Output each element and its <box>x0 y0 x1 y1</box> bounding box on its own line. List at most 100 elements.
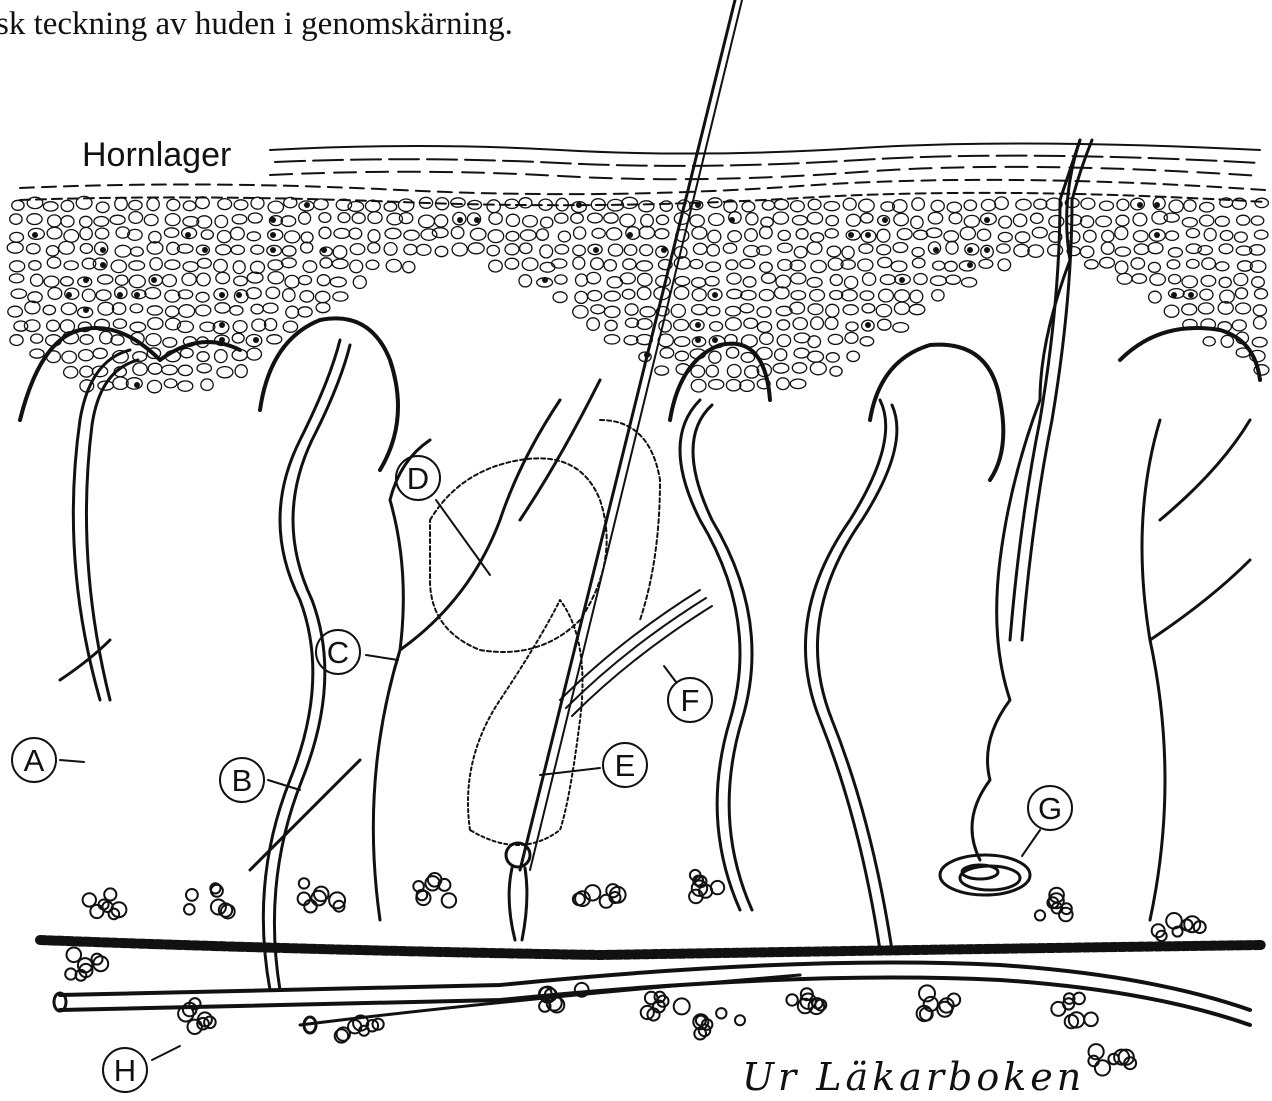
epidermis-cell <box>999 216 1012 228</box>
epidermis-cell <box>61 303 76 315</box>
epidermis-cell <box>762 273 776 283</box>
pigment-dot <box>695 337 701 343</box>
epidermis-cell <box>575 291 588 303</box>
epidermis-cell <box>115 197 128 210</box>
pigment-dot <box>304 202 310 208</box>
epidermis-cell <box>82 289 95 301</box>
epidermis-cell <box>757 307 771 318</box>
epidermis-cell <box>301 232 313 243</box>
pigment-dot <box>695 202 701 208</box>
epidermis-cell <box>129 261 145 270</box>
epidermis-cell <box>571 213 584 223</box>
epidermis-cell <box>723 243 736 253</box>
epidermis-cell <box>932 290 944 301</box>
epidermis-cell <box>1216 262 1229 271</box>
epidermis-cell <box>1252 277 1265 288</box>
fat-cell <box>188 1020 202 1034</box>
epidermis-cell <box>588 291 602 301</box>
epidermis-cell <box>1049 216 1064 228</box>
epidermis-cell <box>1115 247 1130 256</box>
epidermis-cell <box>1014 244 1029 256</box>
epidermis-cell <box>1169 200 1183 213</box>
epidermis-cell <box>147 198 159 211</box>
epidermis-cell <box>876 304 891 316</box>
epidermis-cell <box>233 321 247 333</box>
epidermis-cell <box>10 261 25 272</box>
epidermis-cell <box>489 213 502 225</box>
epidermis-cell <box>759 290 774 301</box>
epidermis-cell <box>133 363 147 376</box>
epidermis-cell <box>1115 261 1128 274</box>
epidermis-cell <box>792 363 806 373</box>
epidermis-cell <box>960 227 975 240</box>
epidermis-cell <box>230 306 243 315</box>
epidermis-cell <box>316 291 330 302</box>
pigment-dot <box>1171 292 1177 298</box>
epidermis-cell <box>130 322 146 332</box>
epidermis-cell <box>235 365 247 378</box>
epidermis-cell <box>64 367 78 379</box>
epidermis-cell <box>1198 303 1213 314</box>
epidermis-cell <box>845 332 858 343</box>
pigment-dot <box>1154 232 1160 238</box>
epidermis-cell <box>1201 276 1216 287</box>
epidermis-cell <box>727 273 741 284</box>
epidermis-cell <box>353 276 366 289</box>
epidermis-cell <box>1169 275 1181 284</box>
epidermis-cell <box>196 292 209 302</box>
epidermis-cell <box>964 200 976 211</box>
epidermis-cell <box>246 288 261 299</box>
epidermis-cell <box>893 323 909 333</box>
epidermis-cell <box>201 379 213 391</box>
epidermis-cell <box>914 230 928 239</box>
epidermis-cell <box>268 260 283 270</box>
epidermis-cell <box>745 366 759 378</box>
epidermis-cell <box>1013 214 1026 226</box>
epidermis-cell <box>215 215 228 227</box>
epidermis-cell <box>674 319 689 330</box>
epidermis-cell <box>773 212 788 224</box>
epidermis-cell <box>61 277 74 286</box>
epidermis-cell <box>860 291 874 300</box>
pigment-dot <box>219 322 225 328</box>
epidermis-cell <box>48 215 61 227</box>
epidermis-cell <box>1219 277 1231 287</box>
epidermis-cell <box>468 243 484 254</box>
epidermis-cell <box>523 216 538 227</box>
fat-cell <box>299 878 309 888</box>
epidermis-cell <box>93 348 107 358</box>
epidermis-cell <box>519 275 532 287</box>
epidermis-cell <box>674 337 689 347</box>
epidermis-cell <box>1182 276 1197 288</box>
epidermis-cell <box>1184 200 1196 212</box>
epidermis-cell <box>726 347 738 358</box>
epidermis-cell <box>541 217 553 228</box>
epidermis-cell <box>791 291 806 300</box>
epidermis-cell <box>692 289 706 301</box>
epidermis-cell <box>46 246 58 256</box>
epidermis-cell <box>1096 216 1112 227</box>
epidermis-cell <box>1032 227 1047 238</box>
epidermis-cell <box>1167 260 1180 269</box>
epidermis-cell <box>80 244 92 254</box>
fat-cell <box>1084 1013 1098 1027</box>
epidermis-cell <box>252 319 266 331</box>
pigment-dot <box>593 247 599 253</box>
epidermis-cell <box>555 245 569 254</box>
epidermis-cell <box>182 273 196 285</box>
marker-a: A <box>12 738 84 782</box>
epidermis-cell <box>146 334 161 346</box>
pigment-dot <box>270 247 276 253</box>
epidermis-cell <box>1117 273 1132 284</box>
epidermis-cell <box>148 363 162 374</box>
epidermis-cell <box>96 290 111 301</box>
epidermis-cell <box>285 275 299 288</box>
epidermis-cell <box>1164 213 1179 222</box>
epidermis-cell <box>11 289 26 298</box>
epidermis-cell <box>314 199 328 210</box>
epidermis-cell <box>144 214 158 225</box>
pigment-dot <box>236 292 242 298</box>
epidermis-cell <box>1134 244 1149 255</box>
epidermis-cell <box>807 278 822 288</box>
epidermis-cell <box>740 304 754 313</box>
